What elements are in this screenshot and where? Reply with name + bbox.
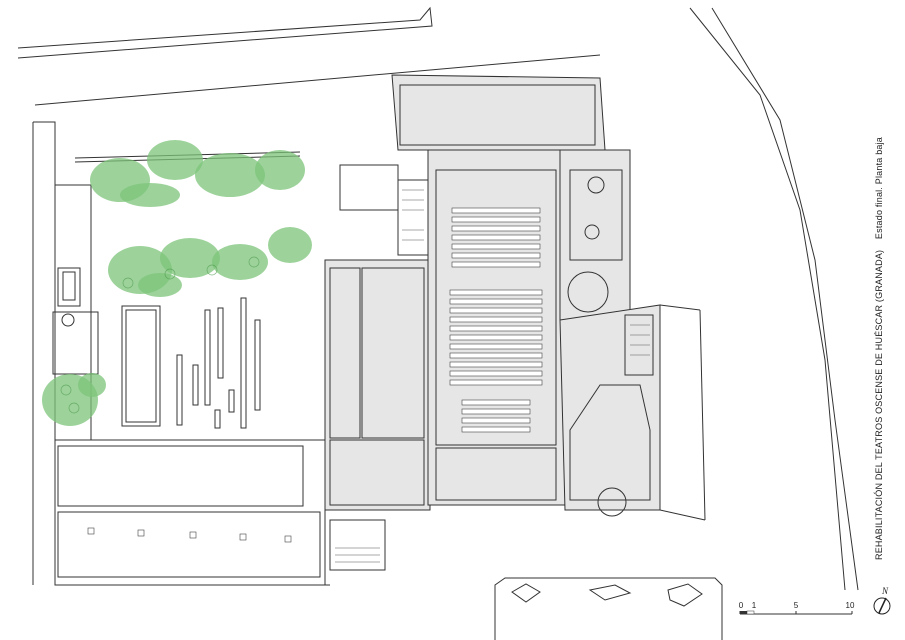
lower-building: [54, 439, 386, 586]
seat-row: [451, 216, 541, 223]
seat-row: [451, 234, 541, 241]
scale-bar: 0 1 5 10: [739, 601, 855, 615]
scale-tick-10: 10: [846, 601, 855, 610]
seat-row: [449, 343, 543, 350]
seat-row: [449, 352, 543, 359]
north-arrow-icon: N: [873, 586, 891, 615]
seat-row: [449, 334, 543, 341]
seat-row: [449, 361, 543, 368]
seat-row: [461, 417, 531, 424]
drawing-title-sub: Estado final. Planta baja: [874, 136, 884, 240]
seat-row: [461, 426, 531, 433]
garden-courtyard: [52, 151, 301, 441]
drawing-title-main: REHABILITACIÓN DEL TEATROS OSCENSE DE HU…: [874, 249, 884, 560]
vegetation: [42, 140, 312, 426]
seat-row: [449, 316, 543, 323]
seat-row: [451, 252, 541, 259]
plaza: [494, 577, 723, 640]
seat-row: [451, 225, 541, 232]
seat-row: [449, 298, 543, 305]
seat-row: [461, 399, 531, 406]
scale-tick-5: 5: [794, 601, 799, 610]
seat-row: [451, 243, 541, 250]
seat-row: [449, 289, 543, 296]
auditorium-seating: [449, 207, 543, 433]
seat-row: [449, 307, 543, 314]
drawing-title: REHABILITACIÓN DEL TEATROS OSCENSE DE HU…: [874, 20, 884, 560]
scale-tick-1: 1: [752, 601, 757, 610]
seat-row: [449, 379, 543, 386]
seat-row: [461, 408, 531, 415]
seat-row: [449, 325, 543, 332]
theatre-building: [324, 74, 706, 521]
seat-row: [451, 261, 541, 268]
north-label: N: [881, 586, 889, 596]
scale-tick-0: 0: [739, 601, 744, 610]
seat-row: [451, 207, 541, 214]
seat-row: [449, 370, 543, 377]
